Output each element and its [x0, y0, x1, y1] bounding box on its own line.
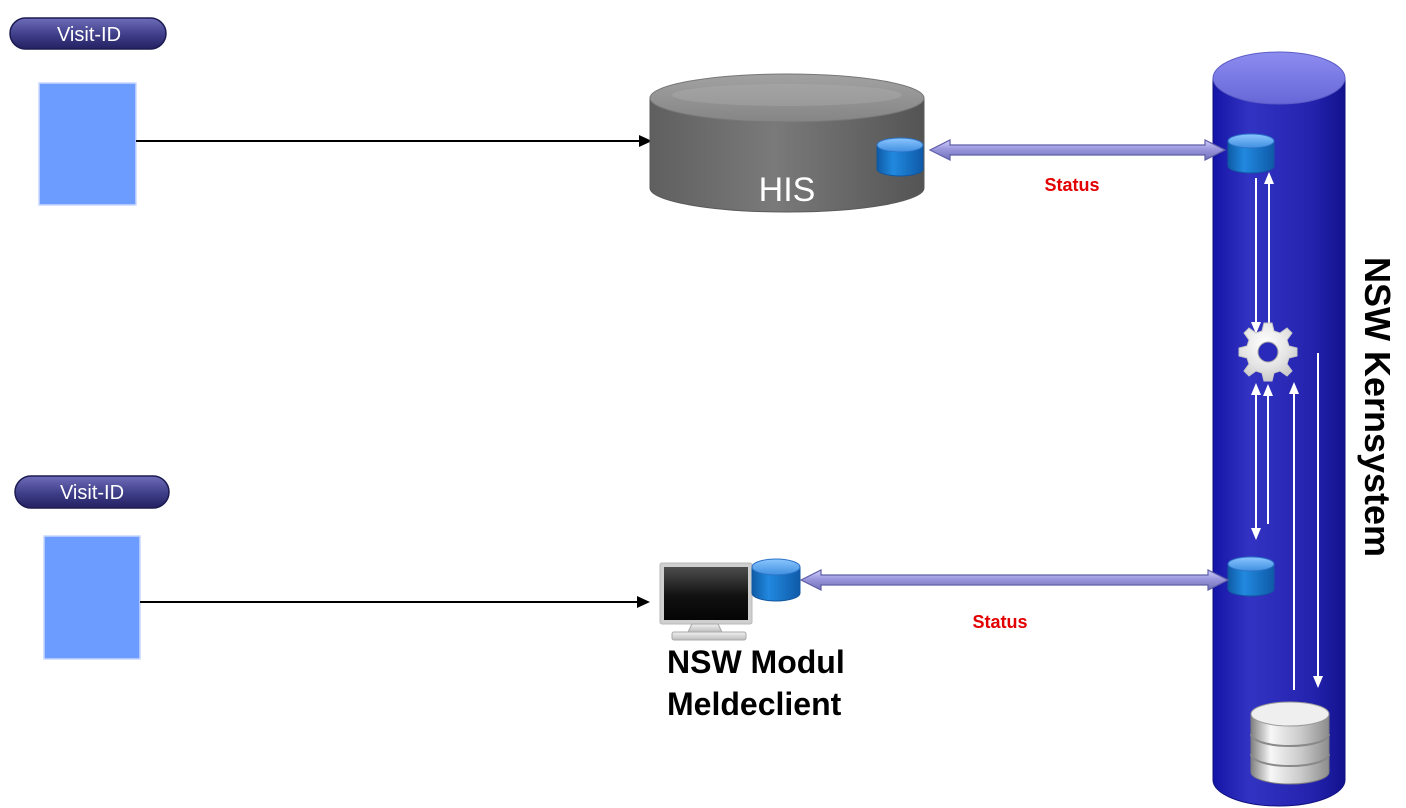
- status-label-top: Status: [1044, 175, 1099, 195]
- module-status-link: [799, 569, 1230, 591]
- module-label-line-1: NSW Modul: [667, 644, 845, 680]
- visit-document-top: [38, 82, 137, 206]
- arrow-document-to-his: [136, 135, 652, 147]
- visit-document-bottom: [43, 535, 141, 660]
- core-port-database-bottom-icon: [1227, 556, 1275, 597]
- visit-id-label-top: Visit-ID: [57, 24, 121, 46]
- nsw-kernsystem-cylinder: [1212, 51, 1346, 807]
- visit-id-label-bottom: Visit-ID: [60, 482, 124, 504]
- core-port-database-top-icon: [1227, 133, 1275, 174]
- core-upper-flow-arrows: [1251, 172, 1274, 334]
- module-monitor-icon: [659, 562, 753, 641]
- his-port-database-icon: [876, 137, 924, 177]
- his-status-link: [928, 139, 1227, 161]
- his-database: HIS: [649, 73, 925, 213]
- status-label-bottom: Status: [972, 612, 1027, 632]
- core-lower-flow-arrows: [1251, 353, 1323, 690]
- visit-id-badge-bottom: Visit-ID: [14, 475, 170, 509]
- nsw-kernsystem-label: NSW Kernsystem: [1357, 257, 1398, 557]
- module-port-database-icon: [751, 558, 801, 602]
- his-label: HIS: [759, 171, 816, 209]
- processing-gear-icon: [1238, 322, 1298, 382]
- visit-id-badge-top: Visit-ID: [9, 17, 167, 50]
- arrow-document-to-module: [140, 596, 650, 608]
- module-label-line-2: Meldeclient: [667, 686, 842, 722]
- core-data-store-icon: [1250, 701, 1330, 785]
